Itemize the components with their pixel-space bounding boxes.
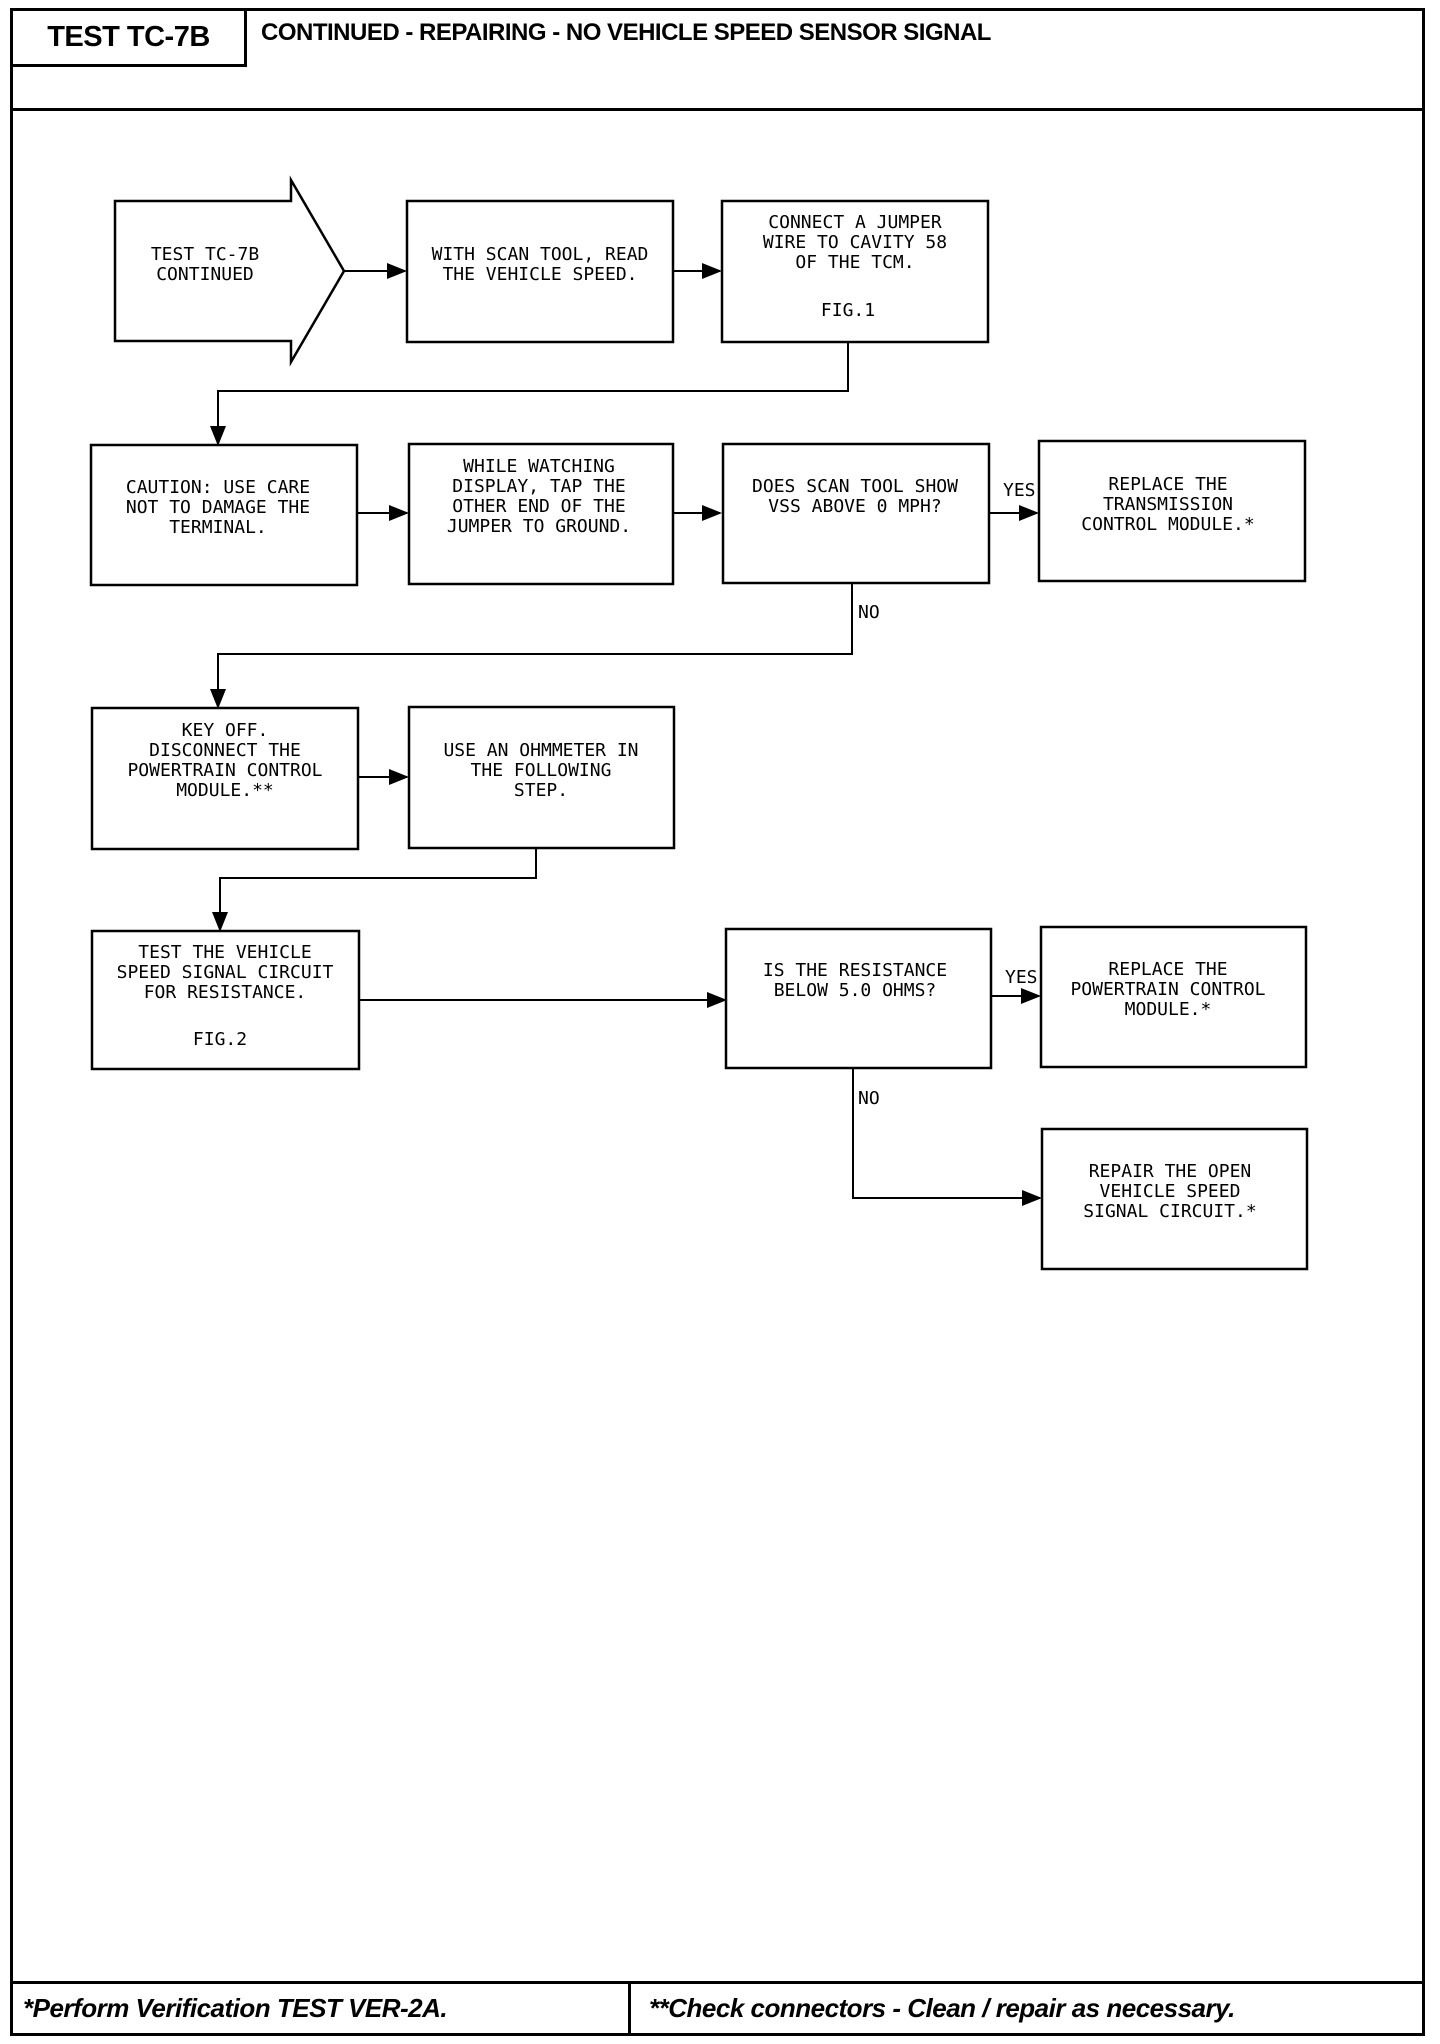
- tap-jumper-text-line: JUMPER TO GROUND.: [447, 516, 631, 537]
- replace-tcm-text-line: REPLACE THE: [1108, 474, 1227, 495]
- replace-tcm-text-line: CONTROL MODULE.*: [1081, 514, 1254, 535]
- caution-text-line: TERMINAL.: [169, 517, 267, 538]
- question-resistance-text-line: IS THE RESISTANCE: [763, 960, 947, 981]
- footer-note-verification: *Perform Verification TEST VER-2A.: [13, 1984, 631, 2033]
- caution-text-line: CAUTION: USE CARE: [126, 477, 310, 498]
- read-speed-text-line: WITH SCAN TOOL, READ: [432, 244, 649, 265]
- no-label-resistance: NO: [858, 1088, 880, 1109]
- arrow-ohmmeter-to-test: [212, 848, 537, 932]
- arrow-question-no: [210, 582, 853, 709]
- yes-label-vss: YES: [1003, 480, 1036, 501]
- start-arrow-shape: [113, 175, 346, 367]
- tap-jumper-text-line: WHILE WATCHING: [463, 456, 615, 477]
- box-key-off: [90, 706, 360, 851]
- use-ohmmeter-text-line: USE AN OHMMETER IN: [443, 740, 638, 761]
- page-title: CONTINUED - REPAIRING - NO VEHICLE SPEED…: [261, 19, 991, 46]
- connect-jumper-fig: FIG.1: [821, 300, 875, 321]
- tap-jumper-text-line: DISPLAY, TAP THE: [452, 476, 625, 497]
- no-label-vss: NO: [858, 602, 880, 623]
- connect-jumper-text-line: CONNECT A JUMPER: [768, 212, 942, 233]
- key-off-text-line: DISCONNECT THE: [149, 740, 301, 761]
- question-vss-text-line: VSS ABOVE 0 MPH?: [768, 496, 941, 517]
- replace-pcm-text-line: POWERTRAIN CONTROL: [1070, 979, 1265, 1000]
- footer-note-connectors: **Check connectors - Clean / repair as n…: [649, 1993, 1235, 2023]
- flow-connectors: [210, 263, 1042, 1206]
- box-tap-jumper: [407, 442, 675, 586]
- test-circuit-text-line: SPEED SIGNAL CIRCUIT: [117, 962, 334, 983]
- box-replace-tcm: [1037, 439, 1307, 583]
- start-box-text-line: TEST TC-7B: [151, 244, 259, 265]
- test-circuit-text-line: TEST THE VEHICLE: [138, 942, 311, 963]
- box-repair-circuit: [1040, 1127, 1309, 1271]
- caution-text-line: NOT TO DAMAGE THE: [126, 497, 310, 518]
- test-id-label: TEST TC-7B: [13, 11, 247, 67]
- repair-circuit-text-line: VEHICLE SPEED: [1100, 1181, 1241, 1202]
- box-caution: [89, 443, 359, 587]
- box-read-speed: [405, 199, 675, 344]
- use-ohmmeter-text-line: STEP.: [514, 780, 568, 801]
- box-test-circuit: [90, 929, 361, 1071]
- replace-pcm-text-line: REPLACE THE: [1108, 959, 1227, 980]
- repair-circuit-text-line: SIGNAL CIRCUIT.*: [1083, 1201, 1256, 1222]
- flow-labels: YES NO YES NO: [858, 480, 1038, 1109]
- footer-row: *Perform Verification TEST VER-2A. **Che…: [13, 1981, 1422, 2033]
- key-off-text-line: KEY OFF.: [182, 720, 269, 741]
- connect-jumper-text-line: OF THE TCM.: [795, 252, 914, 273]
- replace-pcm-text-line: MODULE.*: [1125, 999, 1212, 1020]
- test-circuit-text-line: FOR RESISTANCE.: [144, 982, 307, 1003]
- replace-tcm-text-line: TRANSMISSION: [1103, 494, 1233, 515]
- box-question-resistance: [724, 927, 993, 1070]
- tap-jumper-text-line: OTHER END OF THE: [452, 496, 625, 517]
- connect-jumper-text-line: WIRE TO CAVITY 58: [763, 232, 947, 253]
- start-box-text-line: CONTINUED: [156, 264, 254, 285]
- arrow-resistance-no: [852, 1067, 1042, 1206]
- box-use-ohmmeter: [407, 705, 676, 850]
- use-ohmmeter-text-line: THE FOLLOWING: [471, 760, 612, 781]
- arrow-connect-to-caution: [210, 343, 849, 446]
- repair-circuit-text-line: REPAIR THE OPEN: [1089, 1161, 1252, 1182]
- test-circuit-fig: FIG.2: [193, 1029, 247, 1050]
- yes-label-resistance: YES: [1005, 967, 1038, 988]
- box-question-vss: [721, 442, 991, 585]
- box-connect-jumper: [720, 199, 990, 344]
- key-off-text-line: MODULE.**: [176, 780, 274, 801]
- key-off-text-line: POWERTRAIN CONTROL: [127, 760, 322, 781]
- question-vss-text-line: DOES SCAN TOOL SHOW: [752, 476, 958, 497]
- diagnostic-page: TEST TC-7B CONTINUED - REPAIRING - NO VE…: [10, 8, 1425, 2036]
- header-row: TEST TC-7B CONTINUED - REPAIRING - NO VE…: [13, 11, 1422, 111]
- box-replace-pcm: [1039, 925, 1308, 1069]
- read-speed-text-line: THE VEHICLE SPEED.: [442, 264, 637, 285]
- question-resistance-text-line: BELOW 5.0 OHMS?: [774, 980, 937, 1001]
